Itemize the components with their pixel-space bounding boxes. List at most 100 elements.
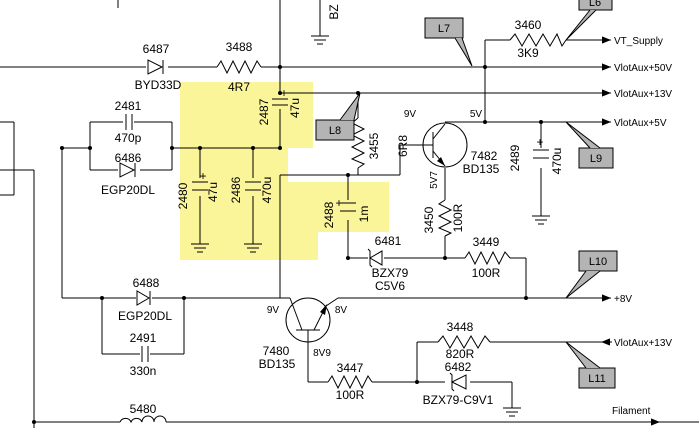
c2487-ref: 2487 <box>257 98 271 125</box>
d6488-part: EGP20DL <box>118 309 172 323</box>
diode-6486 <box>118 162 140 178</box>
c2489-value: 470u <box>550 148 564 175</box>
r3455-ref: 3455 <box>367 132 381 159</box>
c2488-ref: 2488 <box>322 201 336 228</box>
r3450-value: 100R <box>451 203 465 232</box>
c2487-plus: + <box>280 86 287 100</box>
inductor-5480 <box>119 414 167 428</box>
c2488-value: 1m <box>357 206 371 223</box>
ground-symbols <box>191 22 550 417</box>
c2481-value: 470p <box>115 131 142 145</box>
d6481-part2: C5V6 <box>375 279 405 293</box>
d6488-ref: 6488 <box>133 276 160 290</box>
r3448-ref: 3448 <box>447 320 474 334</box>
zener-6481 <box>367 248 384 268</box>
q7482-v-base: 9V <box>404 109 417 120</box>
c2480-plus: + <box>199 169 206 183</box>
r3447-value: 100R <box>336 388 365 402</box>
d6487-part: BYD33D <box>135 78 182 92</box>
c2486-ref: 2486 <box>229 176 243 203</box>
q7480-v-left: 9V <box>267 305 280 316</box>
d6486-ref: 6486 <box>115 151 142 165</box>
q7482-v-emitter: 5V7 <box>429 171 440 189</box>
resistor-3450 <box>437 199 453 237</box>
r3488-value: 4R7 <box>228 80 250 94</box>
r3460-ref: 3460 <box>515 18 542 32</box>
q7480-part: BD135 <box>259 357 296 371</box>
r3488-ref: 3488 <box>226 40 253 54</box>
tag-l11: L11 <box>565 341 616 389</box>
c2486-value: 470u <box>260 177 274 204</box>
d6481-part: BZX79 <box>372 266 409 280</box>
junction-dots <box>32 65 543 424</box>
resistor-3460 <box>509 32 567 48</box>
q7482-part: BD135 <box>463 162 500 176</box>
q7480-ref: 7480 <box>263 344 290 358</box>
tag-l9-text: L9 <box>590 153 602 165</box>
c2480-value: 47u <box>206 182 220 202</box>
output-arrows <box>600 36 612 346</box>
net-vt-supply: VT_Supply <box>614 36 663 47</box>
l5480-ref: 5480 <box>130 402 157 416</box>
labels: BZ 6487 BYD33D 3488 4R7 2487 47u + 2481 … <box>101 4 672 417</box>
d6487-ref: 6487 <box>143 42 170 56</box>
capacitor-2481 <box>123 114 134 130</box>
q7480-v-bottom: 8V9 <box>313 348 331 359</box>
r3460-value: 3K9 <box>517 46 539 60</box>
net-vlot13-in: VlotAux+13V <box>614 338 672 349</box>
resistor-3449 <box>464 250 511 266</box>
net-vlot13: VlotAux+13V <box>614 89 672 100</box>
capacitor-2480 <box>192 181 208 191</box>
c2487-value: 47u <box>288 98 302 118</box>
transistor-7482 <box>422 122 468 168</box>
tag-l9: L9 <box>565 121 614 169</box>
c2491-value: 330n <box>130 364 157 378</box>
tag-l8: L8 <box>315 92 361 141</box>
net-vlot50: VlotAux+50V <box>614 63 672 74</box>
q7482-v-emitter-top: 5V <box>470 109 483 120</box>
zener-6482 <box>445 372 470 392</box>
tag-l11-text: L11 <box>588 373 606 385</box>
capacitor-2487 <box>271 95 289 109</box>
r3449-value: 100R <box>472 266 501 280</box>
resistor-3488 <box>216 58 262 76</box>
net-plus8: +8V <box>614 294 632 305</box>
c2481-ref: 2481 <box>115 99 142 113</box>
c2491-ref: 2491 <box>130 331 157 345</box>
tag-l6: L6 <box>565 0 613 41</box>
capacitor-2491 <box>141 346 149 362</box>
top-cut-label: BZ <box>327 4 341 19</box>
net-vlot5: VlotAux+5V <box>614 118 667 129</box>
r3447-ref: 3447 <box>337 361 364 375</box>
c2480-ref: 2480 <box>176 182 190 209</box>
transistor-7480 <box>285 297 339 343</box>
resistor-3447 <box>327 374 373 390</box>
r3449-ref: 3449 <box>473 235 500 249</box>
capacitor-2486 <box>245 181 261 191</box>
tag-l8-text: L8 <box>329 125 341 137</box>
tag-l7: L7 <box>424 17 473 67</box>
diode-6487 <box>146 58 168 76</box>
tag-l7-text: L7 <box>438 23 450 35</box>
tag-l6-text: L6 <box>589 0 601 9</box>
diode-6488 <box>136 290 152 306</box>
resistor-3448 <box>437 334 491 350</box>
c2489-plus: + <box>536 135 543 149</box>
q7480-v-right: 8V <box>335 305 348 316</box>
c2489-ref: 2489 <box>508 144 522 171</box>
capacitor-2488 <box>340 202 356 212</box>
r3455-value: 6R8 <box>396 135 410 157</box>
d6486-part: EGP20DL <box>101 183 155 197</box>
r3448-value: 820R <box>446 347 475 361</box>
tag-l10-text: L10 <box>589 256 607 268</box>
c2488-plus: + <box>335 196 342 210</box>
tag-l10: L10 <box>565 250 618 299</box>
d6482-part: BZX79-C9V1 <box>423 393 494 407</box>
d6482-ref: 6482 <box>445 360 472 374</box>
capacitor-2489 <box>533 149 549 159</box>
q7482-ref: 7482 <box>471 149 498 163</box>
highlight-region <box>180 82 389 260</box>
net-filament: Filament <box>612 406 651 417</box>
